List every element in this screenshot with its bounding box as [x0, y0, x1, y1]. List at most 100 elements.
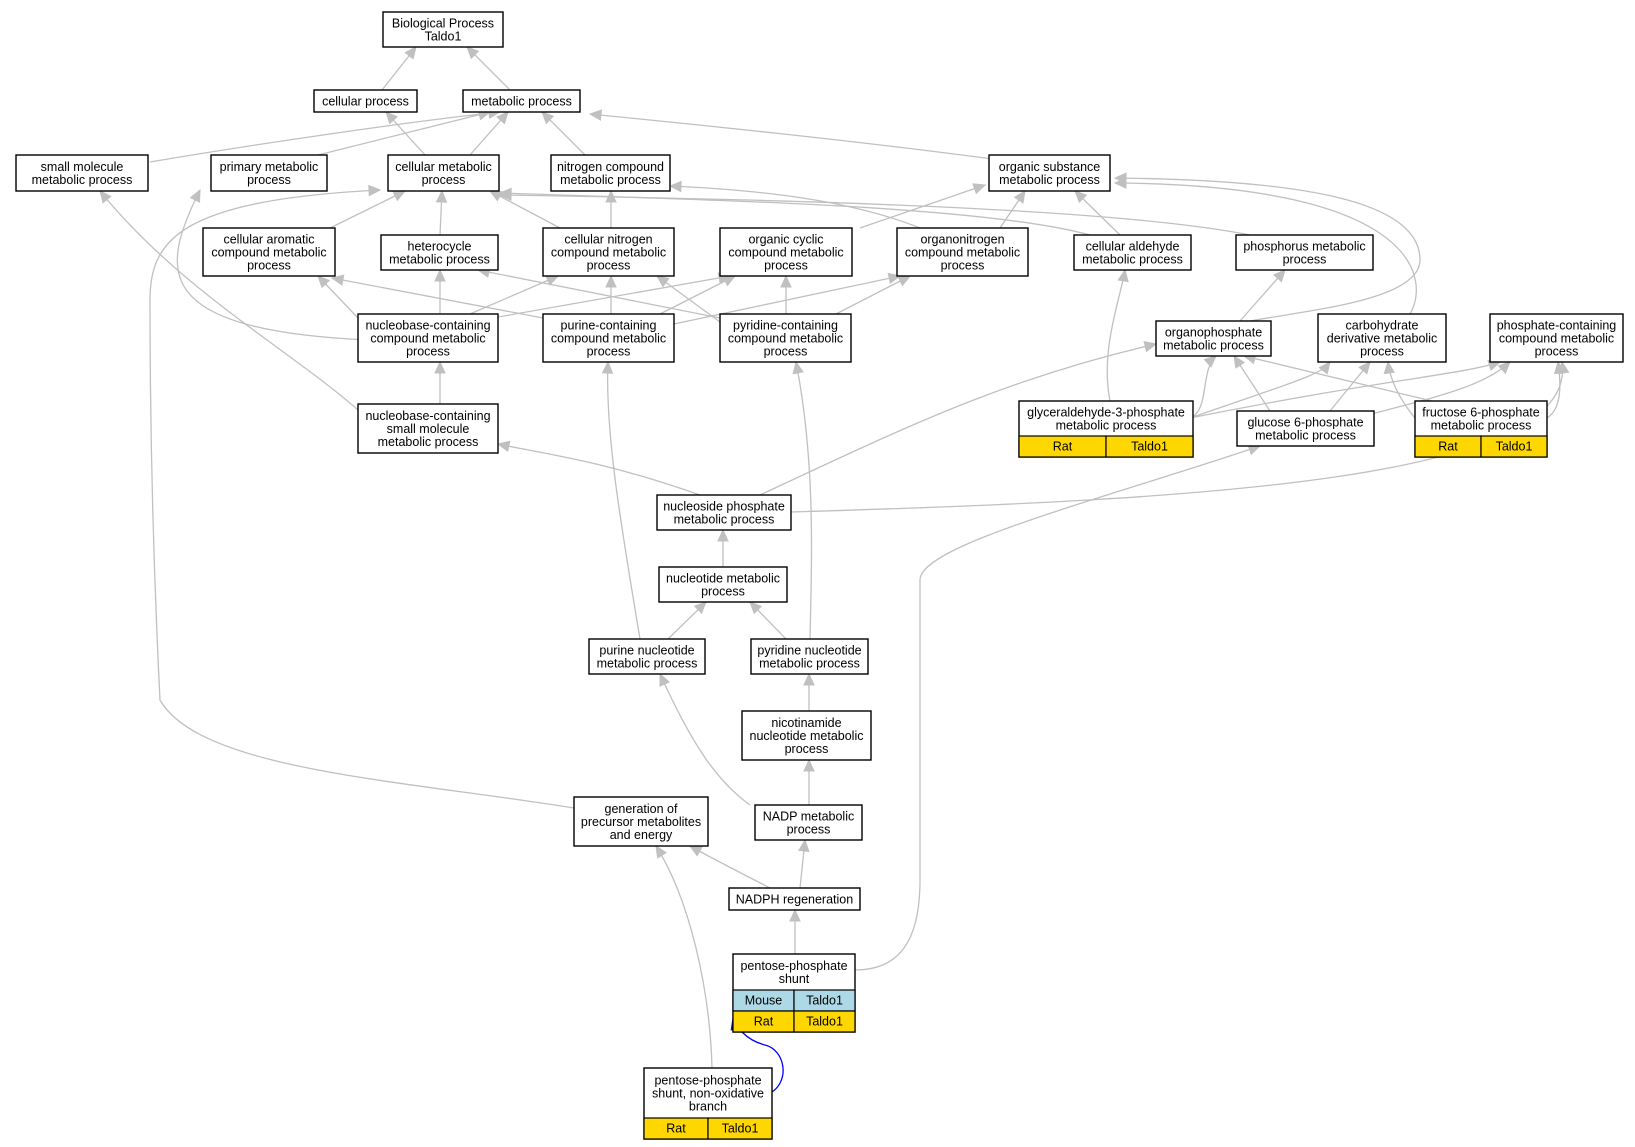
node-label: shunt [779, 972, 810, 986]
node-box [1489, 313, 1624, 363]
annotation-cell [707, 1117, 773, 1140]
arrowhead [1074, 190, 1088, 204]
go-term-metabolic-process[interactable]: metabolic process [462, 89, 581, 113]
gene-label: Taldo1 [806, 994, 843, 1008]
arrowhead [330, 274, 345, 286]
arrowhead [1203, 355, 1217, 368]
edge [149, 189, 575, 809]
node-label: compound metabolic [370, 332, 485, 346]
gene-label: Taldo1 [1131, 440, 1168, 454]
edge [589, 113, 1001, 161]
node-label: Taldo1 [425, 30, 462, 44]
edge [1243, 355, 1433, 402]
node-label: small molecule [387, 422, 470, 436]
edge [1106, 269, 1126, 402]
arrowhead [1013, 189, 1026, 204]
node-label: fructose 6-phosphate [1422, 406, 1539, 420]
node-label: pyridine-containing [733, 319, 838, 333]
arrowhead [656, 275, 670, 288]
edge [689, 845, 771, 889]
node-label: metabolic process [560, 173, 661, 187]
arrowhead [780, 274, 792, 288]
node-box [588, 638, 706, 675]
species-label: Mouse [745, 994, 783, 1008]
gene-label: Taldo1 [722, 1122, 759, 1136]
go-term-nadph[interactable]: NADPH regeneration [728, 887, 861, 911]
edge [1189, 361, 1331, 419]
arrowhead [189, 188, 201, 203]
edge [497, 443, 701, 496]
node-label: metabolic process [378, 435, 479, 449]
node-box [382, 11, 504, 48]
go-term-cellular-process[interactable]: cellular process [313, 89, 418, 113]
node-label: metabolic process [999, 173, 1100, 187]
node-label: cellular metabolic [395, 160, 492, 174]
node-label: compound metabolic [1499, 332, 1614, 346]
arrowhead [749, 601, 763, 615]
node-label: NADPH regeneration [736, 893, 853, 907]
gene-label: Taldo1 [1496, 440, 1533, 454]
edge [477, 269, 721, 319]
node-box [387, 154, 500, 192]
arrowhead [601, 360, 614, 374]
arrowhead [1497, 361, 1511, 375]
node-box [719, 227, 853, 277]
node-label: process [1535, 345, 1579, 359]
edge [1114, 177, 1421, 322]
node-box [313, 89, 418, 113]
arrowhead [368, 184, 382, 197]
node-label: process [587, 259, 631, 273]
arrowhead [541, 111, 555, 125]
species-label: Rat [1053, 440, 1073, 454]
node-box [202, 227, 336, 277]
node-label: phosphate-containing [1497, 319, 1617, 333]
arrowhead [1113, 177, 1127, 189]
node-box [462, 89, 581, 113]
node-label: cellular nitrogen [564, 233, 652, 247]
annotation-cell [1480, 435, 1548, 458]
arrowhead [466, 46, 480, 60]
node-box [550, 154, 671, 192]
node-box [656, 494, 792, 531]
node-label: compound metabolic [905, 246, 1020, 260]
node-box [542, 313, 675, 363]
node-label: shunt, non-oxidative [652, 1087, 764, 1101]
node-label: process [787, 823, 831, 837]
node-box [754, 804, 863, 841]
edge [659, 275, 736, 315]
node-label: glyceraldehyde-3-phosphate [1027, 406, 1185, 420]
node-label: process [941, 259, 985, 273]
